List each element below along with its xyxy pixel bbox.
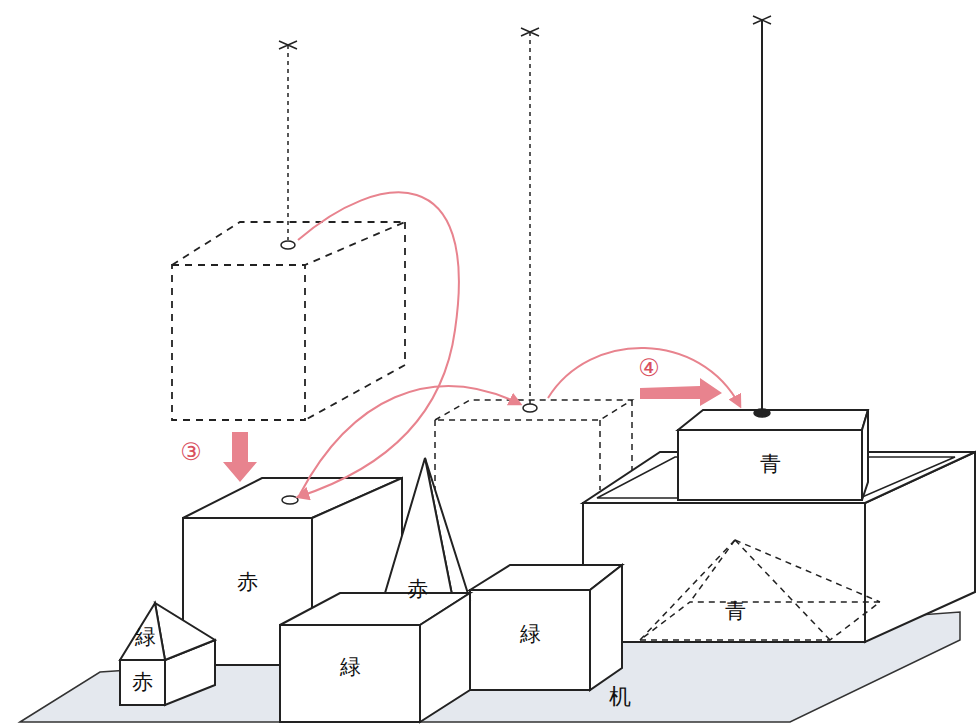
block-label: 緑 xyxy=(520,623,541,646)
block-label: 緑 xyxy=(135,626,156,649)
block-face: 青 xyxy=(678,430,862,500)
small-house xyxy=(120,603,215,705)
dashed-cube xyxy=(435,400,632,490)
block-face: 赤 xyxy=(395,572,439,608)
block-face: 赤 xyxy=(183,518,312,648)
dashed-cube xyxy=(172,222,405,420)
block-label: 赤 xyxy=(237,571,258,594)
block-label: 緑 xyxy=(340,656,361,679)
blue-box xyxy=(678,410,868,500)
block-face: 青 xyxy=(690,590,780,634)
step-arrow xyxy=(223,378,722,482)
hidden-pyramid xyxy=(640,540,880,640)
green-box xyxy=(470,565,622,690)
green-box xyxy=(280,593,470,722)
block-label: 青 xyxy=(760,453,781,476)
callout-number: ④ xyxy=(638,356,660,380)
block-label: 青 xyxy=(725,600,746,623)
block-face: 緑 xyxy=(470,590,590,680)
block-label: 赤 xyxy=(407,578,428,601)
callout-number: ③ xyxy=(180,440,202,464)
block-face: 赤 xyxy=(120,662,165,704)
block-face: 緑 xyxy=(130,620,160,656)
block-label: 赤 xyxy=(132,671,153,694)
move-arrow xyxy=(298,192,740,497)
desk-label: 机 xyxy=(609,686,631,708)
hanging-string xyxy=(279,16,771,417)
block-face: 緑 xyxy=(280,628,420,708)
red-pyramid xyxy=(380,458,470,610)
